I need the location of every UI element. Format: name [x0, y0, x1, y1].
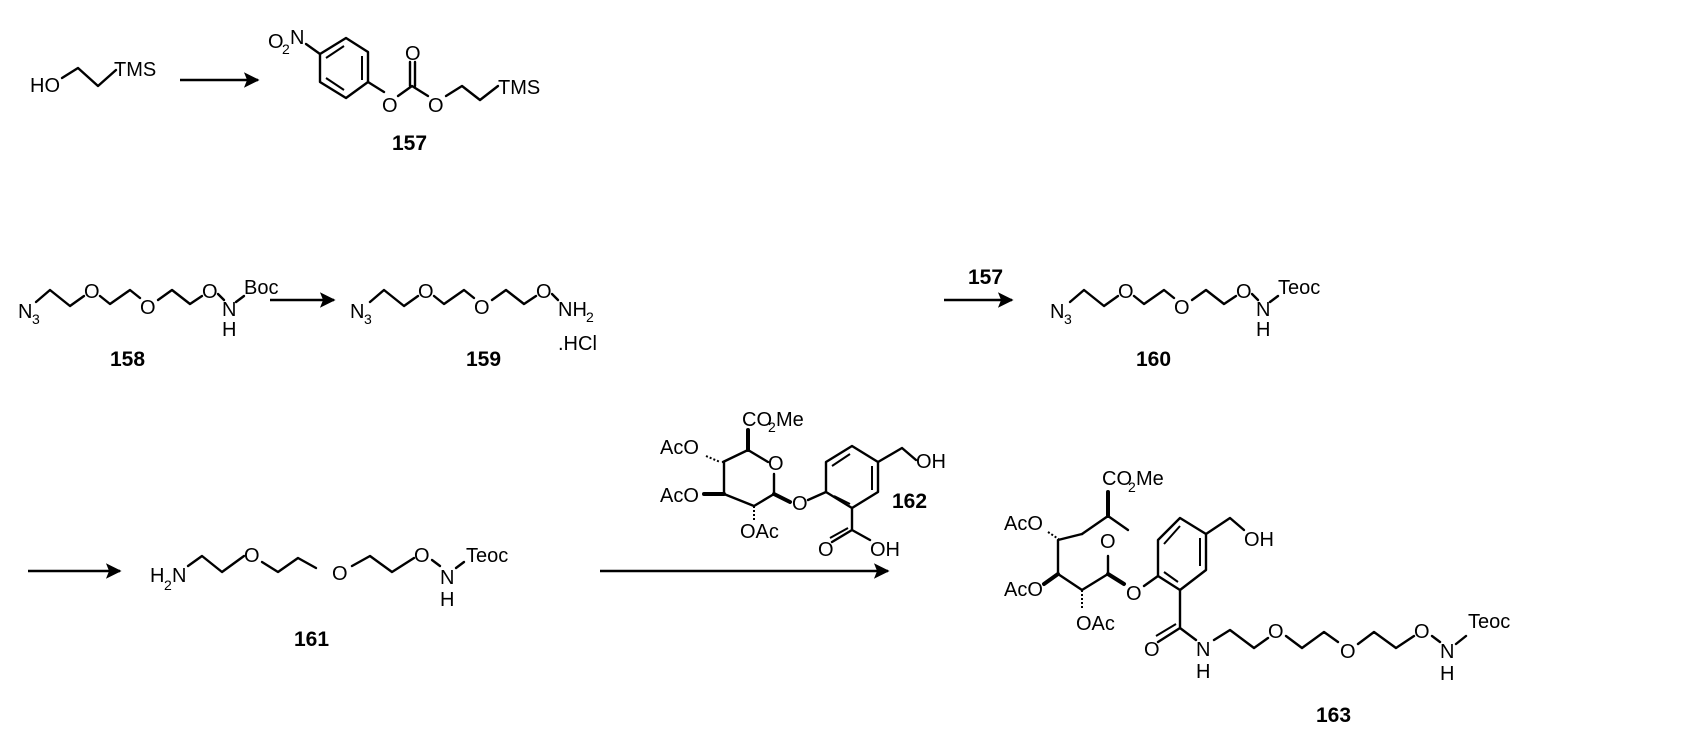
- svg-text:OH: OH: [916, 451, 946, 473]
- compound-160: N 3 O O O N H Teoc 160: [1050, 277, 1320, 371]
- svg-text:3: 3: [32, 311, 40, 327]
- svg-text:Teoc: Teoc: [1278, 277, 1320, 299]
- svg-text:N: N: [1196, 639, 1210, 661]
- svg-text:OH: OH: [870, 539, 900, 561]
- svg-text:2: 2: [586, 309, 594, 325]
- compound-162: CO 2 Me O AcO AcO OAc O OH O OH 162: [660, 409, 946, 561]
- compound-158: N 3 O O O N H Boc 158: [18, 277, 278, 371]
- svg-text:NH: NH: [558, 299, 587, 321]
- svg-text:O: O: [1340, 641, 1356, 663]
- svg-text:Boc: Boc: [244, 277, 278, 299]
- svg-text:O: O: [382, 95, 398, 117]
- svg-text:N: N: [1256, 299, 1270, 321]
- svg-text:N: N: [1440, 641, 1454, 663]
- svg-text:O: O: [332, 563, 348, 585]
- compound-id-158: 158: [110, 348, 145, 371]
- svg-text:2: 2: [768, 419, 776, 435]
- atom-label-tms: TMS: [114, 59, 156, 81]
- svg-text:H: H: [222, 319, 236, 341]
- svg-text:Teoc: Teoc: [466, 545, 508, 567]
- svg-text:N: N: [440, 567, 454, 589]
- svg-text:O: O: [768, 453, 784, 475]
- svg-text:H: H: [1440, 663, 1454, 685]
- svg-text:.HCl: .HCl: [558, 333, 597, 355]
- svg-text:N: N: [222, 299, 236, 321]
- arrow-reagent-157: 157: [968, 266, 1003, 289]
- svg-text:Me: Me: [776, 409, 804, 431]
- svg-text:O: O: [1144, 639, 1160, 661]
- svg-text:2: 2: [1128, 479, 1136, 495]
- svg-text:O: O: [818, 539, 834, 561]
- svg-text:O: O: [140, 297, 156, 319]
- svg-text:O: O: [1118, 281, 1134, 303]
- compound-163: CO 2 Me O AcO AcO OAc O OH O N H O O O N: [1004, 468, 1510, 727]
- svg-text:O: O: [474, 297, 490, 319]
- svg-text:O: O: [1174, 297, 1190, 319]
- svg-text:2: 2: [164, 577, 172, 593]
- svg-text:H: H: [440, 589, 454, 611]
- svg-text:CO: CO: [742, 409, 772, 431]
- svg-text:AcO: AcO: [660, 437, 699, 459]
- compound-id-160: 160: [1136, 348, 1171, 371]
- svg-text:O: O: [428, 95, 444, 117]
- atom-label-ho: HO: [30, 75, 60, 97]
- compound-161: H 2 N O O O N H Teoc 161: [150, 545, 508, 651]
- compound-id-157: 157: [392, 132, 427, 155]
- svg-text:O: O: [418, 281, 434, 303]
- reactant-tms-ethanol: HO TMS: [30, 59, 156, 97]
- atom-label-o2n-o: O: [268, 31, 284, 53]
- svg-text:O: O: [405, 43, 421, 65]
- svg-text:O: O: [1268, 621, 1284, 643]
- svg-text:N: N: [290, 27, 304, 49]
- compound-id-161: 161: [294, 628, 329, 651]
- svg-text:O: O: [1126, 583, 1142, 605]
- svg-text:O: O: [1414, 621, 1430, 643]
- svg-text:O: O: [414, 545, 430, 567]
- svg-text:H: H: [1256, 319, 1270, 341]
- svg-text:OAc: OAc: [740, 521, 779, 543]
- compound-159: N 3 O O O NH 2 .HCl 159: [350, 281, 597, 371]
- svg-text:3: 3: [364, 311, 372, 327]
- svg-text:AcO: AcO: [1004, 579, 1043, 601]
- svg-text:H: H: [1196, 661, 1210, 683]
- svg-text:H: H: [150, 565, 164, 587]
- svg-text:O: O: [84, 281, 100, 303]
- svg-text:OAc: OAc: [1076, 613, 1115, 635]
- svg-text:OH: OH: [1244, 529, 1274, 551]
- compound-id-162: 162: [892, 490, 927, 513]
- svg-text:N: N: [350, 301, 364, 323]
- svg-text:AcO: AcO: [1004, 513, 1043, 535]
- svg-text:3: 3: [1064, 311, 1072, 327]
- svg-text:2: 2: [282, 41, 290, 57]
- svg-text:Teoc: Teoc: [1468, 611, 1510, 633]
- svg-text:N: N: [1050, 301, 1064, 323]
- svg-text:O: O: [244, 545, 260, 567]
- svg-text:N: N: [172, 565, 186, 587]
- compound-157: O 2 N O O O TMS 157: [268, 27, 540, 155]
- svg-text:AcO: AcO: [660, 485, 699, 507]
- compound-id-159: 159: [466, 348, 501, 371]
- svg-text:TMS: TMS: [498, 77, 540, 99]
- svg-text:O: O: [1236, 281, 1252, 303]
- svg-text:N: N: [18, 301, 32, 323]
- svg-text:O: O: [1100, 531, 1116, 553]
- svg-text:CO: CO: [1102, 468, 1132, 490]
- reaction-arrow-3-group: 157: [944, 266, 1014, 308]
- svg-text:Me: Me: [1136, 468, 1164, 490]
- compound-id-163: 163: [1316, 704, 1351, 727]
- svg-text:O: O: [536, 281, 552, 303]
- svg-text:O: O: [792, 493, 808, 515]
- svg-text:O: O: [202, 281, 218, 303]
